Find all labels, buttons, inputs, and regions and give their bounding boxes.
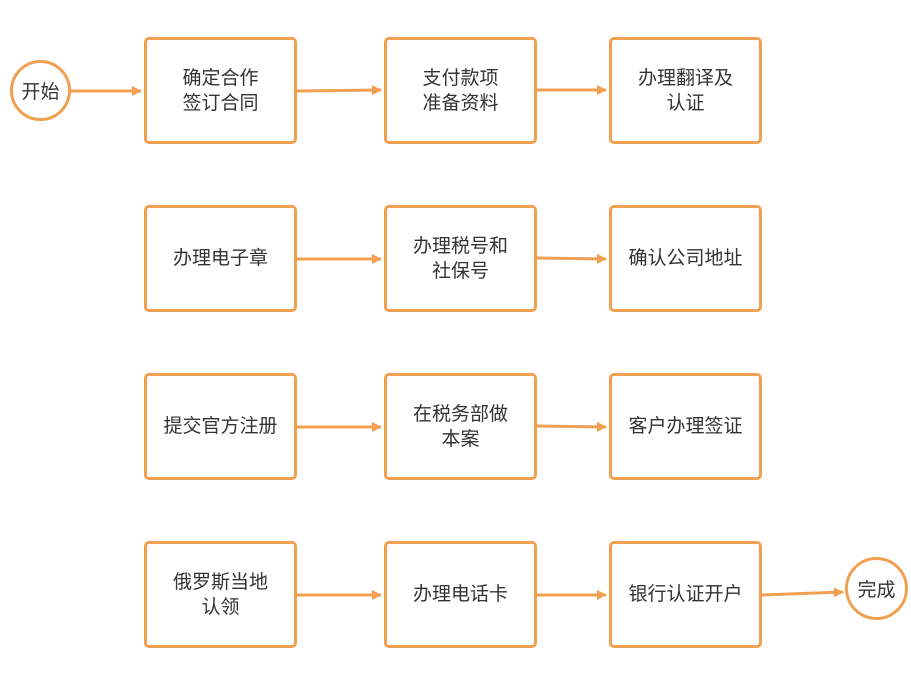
step-label: 支付款项 准备资料 <box>422 66 499 114</box>
step-box: 客户办理签证 <box>609 373 762 480</box>
step-box: 办理翻译及 认证 <box>609 37 762 144</box>
start-label: 开始 <box>21 81 60 103</box>
step-label: 确认公司地址 <box>628 247 743 269</box>
step-box: 俄罗斯当地 认领 <box>144 541 297 648</box>
step-label: 客户办理签证 <box>628 415 743 437</box>
step-box: 银行认证开户 <box>609 541 762 648</box>
step-label: 在税务部做 本案 <box>412 402 508 450</box>
step-label: 办理电话卡 <box>412 583 508 605</box>
step-box: 办理电话卡 <box>384 541 537 648</box>
step-box: 支付款项 准备资料 <box>384 37 537 144</box>
step-label: 办理税号和 社保号 <box>412 234 508 282</box>
step-box: 确定合作 签订合同 <box>144 37 297 144</box>
step-label: 办理电子章 <box>172 247 268 269</box>
step-box: 办理电子章 <box>144 205 297 312</box>
step-box: 办理税号和 社保号 <box>384 205 537 312</box>
end-node: 完成 <box>845 557 908 620</box>
start-node: 开始 <box>10 60 71 121</box>
arrow-step-3-2-to-3-3 <box>536 421 607 432</box>
arrow-step-4-3-to-end <box>761 587 844 598</box>
step-box: 在税务部做 本案 <box>384 373 537 480</box>
step-label: 银行认证开户 <box>628 583 743 605</box>
arrow-step-1-1-to-1-2 <box>296 85 382 96</box>
step-label: 提交官方注册 <box>163 415 278 437</box>
step-label: 俄罗斯当地 认领 <box>172 570 268 618</box>
arrow-step-2-2-to-2-3 <box>536 253 607 264</box>
step-box: 确认公司地址 <box>609 205 762 312</box>
step-label: 办理翻译及 认证 <box>637 66 733 114</box>
end-label: 完成 <box>857 579 896 601</box>
step-box: 提交官方注册 <box>144 373 297 480</box>
step-label: 确定合作 签订合同 <box>182 66 259 114</box>
